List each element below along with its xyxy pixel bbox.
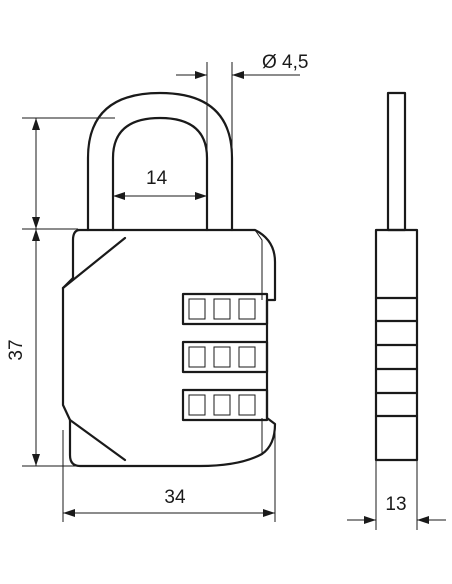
dimension-label-shackle-inner-width: 14 [146,168,168,189]
dimension-shackle-diameter: Ø 4,5 [176,52,308,150]
dimension-body-width: 34 [62,430,276,522]
combination-wheels [181,292,269,422]
wheel-row-1 [181,292,269,326]
body-front-plate [61,236,127,462]
side-view [374,91,419,462]
dimension-label-shackle-diameter: Ø 4,5 [262,52,308,73]
padlock-body [61,228,277,468]
wheel-row-2 [181,340,269,374]
wheel-row-3 [181,388,269,422]
shackle [86,91,234,232]
body-outline [61,228,277,468]
shackle-inner [111,116,209,232]
side-view-shackle [386,91,407,232]
dimension-shackle-inner-width: 14 [113,168,207,200]
side-view-wheel-ridges [374,296,419,418]
dimension-label-body-height: 37 [6,339,27,360]
dimension-body-thickness: 13 [347,460,446,530]
dimension-label-body-width: 34 [164,487,186,508]
shackle-outer [86,91,234,232]
dimension-body-height: 37 [6,117,115,467]
body-bevel-line [254,229,263,454]
dimension-label-body-thickness: 13 [385,494,406,515]
